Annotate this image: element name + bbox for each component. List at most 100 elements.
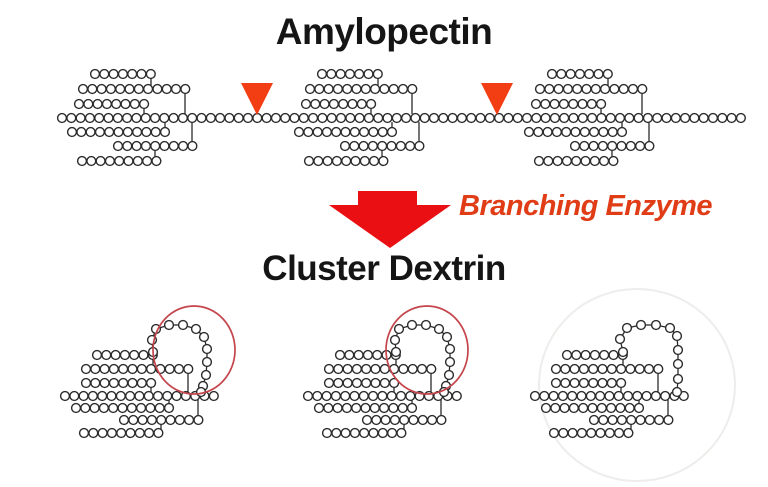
glucose-unit (106, 427, 118, 439)
glucose-unit (353, 349, 364, 361)
glucose-unit (596, 112, 607, 124)
glucose-unit (616, 140, 627, 152)
glucose-unit (117, 68, 129, 80)
glucose-unit (341, 155, 352, 167)
glucose-unit (349, 126, 360, 138)
glucose-unit (560, 363, 571, 375)
glucose-unit (342, 83, 353, 95)
glucose-unit (321, 427, 333, 439)
glucose-unit (142, 155, 153, 167)
glucose-unit (377, 140, 388, 152)
glucose-unit (401, 112, 412, 124)
glucose-unit (316, 68, 328, 80)
glucose-unit (561, 155, 573, 167)
glucose-unit (607, 126, 618, 138)
glucose-unit (116, 427, 127, 439)
glucose-unit (322, 155, 333, 167)
glucose-unit (444, 343, 456, 355)
glucose-unit (627, 83, 639, 95)
glucose-unit (397, 402, 408, 414)
glucose-unit (581, 83, 592, 95)
glucose-unit (606, 363, 617, 375)
glucose-unit (548, 427, 560, 439)
glucose-unit (577, 98, 588, 110)
glucose-unit (90, 363, 101, 375)
glucose-unit (598, 155, 610, 167)
glucose-unit (405, 390, 416, 402)
glucose-unit (77, 83, 89, 95)
glucose-unit (588, 363, 599, 375)
glucose-unit (300, 98, 312, 110)
glucose-unit (550, 377, 562, 389)
glucose-unit (342, 363, 353, 375)
glucose-unit (323, 402, 334, 414)
glucose-unit (377, 427, 388, 439)
glucose-unit (552, 155, 563, 167)
glucose-unit (159, 126, 171, 138)
glucose-unit (580, 349, 591, 361)
glucose-unit (108, 68, 119, 80)
glucose-unit (338, 98, 349, 110)
glucose-unit (372, 349, 383, 361)
glucose-unit (76, 155, 88, 167)
cyclic-chain (389, 319, 456, 398)
glucose-chain (80, 377, 157, 389)
glucose-unit (574, 68, 586, 80)
glucose-chain (76, 155, 162, 167)
glucose-chain (59, 390, 219, 402)
glucose-unit (562, 83, 574, 95)
glucose-unit (86, 155, 97, 167)
glucose-unit (198, 331, 210, 343)
glucose-unit (426, 363, 437, 375)
glucose-unit (333, 363, 344, 375)
glucose-unit (101, 349, 112, 361)
glucose-unit (331, 427, 342, 439)
glucose-unit (671, 330, 683, 342)
glucose-unit (368, 390, 379, 402)
glucose-unit (621, 322, 633, 334)
glucose-unit (313, 155, 324, 167)
glucose-chain (293, 126, 398, 138)
glucose-unit (165, 414, 176, 426)
glucose-unit (377, 390, 388, 402)
glucose-unit (117, 402, 128, 414)
glucose-unit (672, 358, 684, 370)
glucose-unit (586, 112, 598, 124)
glucose-unit (587, 402, 598, 414)
glucose-unit (671, 386, 683, 398)
glucose-chain (78, 427, 164, 439)
glucose-unit (112, 112, 123, 124)
glucose-unit (187, 112, 198, 124)
glucose-unit (88, 427, 99, 439)
glucose-unit (78, 390, 89, 402)
glucose-unit (641, 390, 652, 402)
glucose-unit (261, 112, 272, 124)
amylopectin-title: Amylopectin (275, 11, 493, 52)
glucose-unit (127, 68, 138, 80)
glucose-chain (534, 83, 648, 95)
glucose-unit (568, 112, 579, 124)
glucose-unit (136, 68, 147, 80)
glucose-unit (707, 112, 719, 124)
glucose-unit (586, 427, 597, 439)
glucose-unit (368, 126, 379, 138)
glucose-unit (340, 126, 351, 138)
glucose-unit (616, 126, 628, 138)
glucose-unit (570, 126, 581, 138)
glucose-unit (634, 140, 646, 152)
glucose-unit (417, 414, 428, 426)
glucose-unit (83, 98, 94, 110)
glucose-unit (557, 390, 569, 402)
glucose-chain (316, 68, 383, 80)
glucose-unit (548, 390, 559, 402)
glucose-unit (350, 155, 361, 167)
glucose-unit (150, 126, 161, 138)
glucose-unit (604, 390, 615, 402)
glucose-unit (127, 363, 138, 375)
glucose-unit (335, 68, 346, 80)
glucose-unit (193, 414, 204, 426)
glucose-unit (326, 112, 337, 124)
glucose-unit (735, 112, 747, 124)
glucose-chain (73, 98, 150, 110)
glucose-unit (608, 155, 619, 167)
